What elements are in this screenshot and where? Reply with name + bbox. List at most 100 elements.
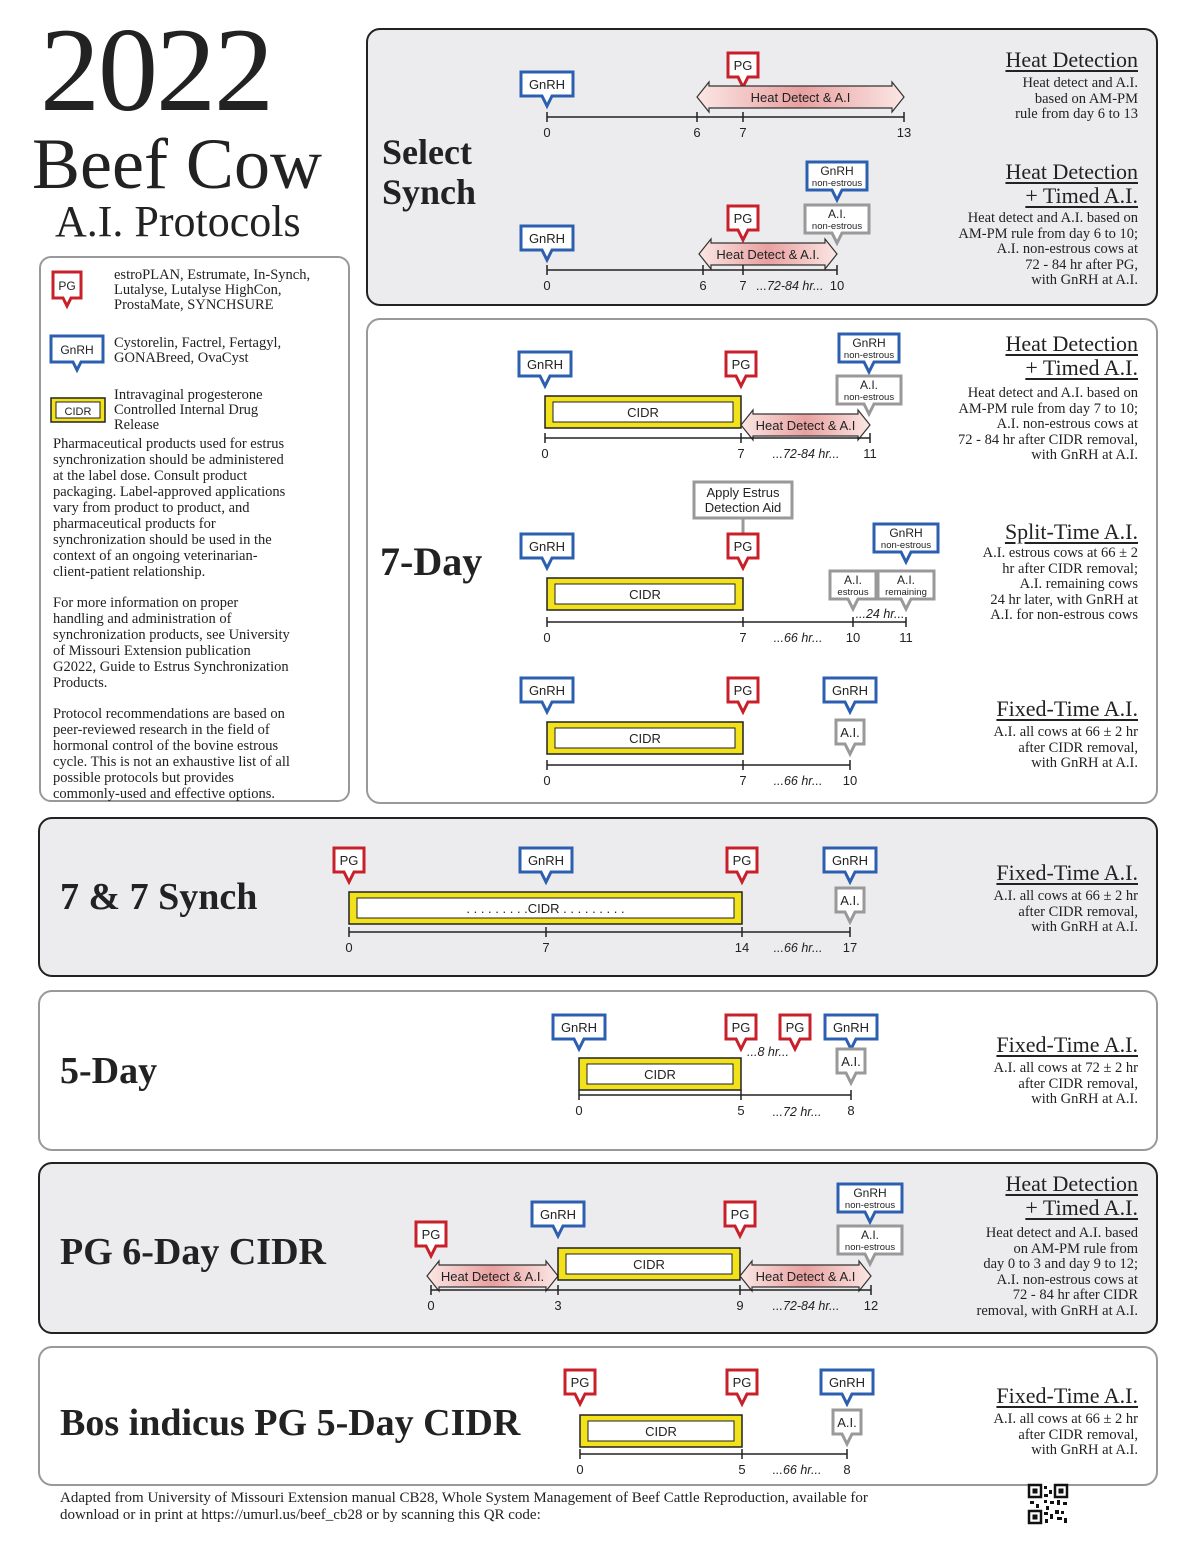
pg-marker: PG [726,532,760,572]
pg-marker: PG [726,51,760,91]
axis-tick-label: 7 [739,630,746,645]
legend-icons: PG GnRH CIDR [49,270,106,423]
protocol-name-pg-6-day: PG 6-Day CIDR [60,1231,326,1273]
pg-marker-shape [414,1220,448,1260]
heat-arrow-label: Heat Detect & A.I [756,1269,856,1284]
gnrh-marker-shape [519,224,575,264]
gnrh-marker-label: GnRH [527,357,563,372]
cidr-inner [565,1253,733,1275]
pg-marker-label: PG [731,1207,750,1222]
gnrh-nonestrous-marker-shape [837,332,901,376]
gnrh-marker-label: GnRH [832,683,868,698]
pg-marker-2-shape [778,1013,812,1053]
pg-marker-label: PG [734,539,753,554]
axis-tick-label: 10 [846,630,860,645]
desc-title: Fixed-Time A.I. [996,696,1138,721]
protocol-name-bos-indicus: Bos indicus PG 5-Day CIDR [60,1402,521,1444]
gnrh-marker: GnRH [519,70,575,110]
gnrh-marker-shape [519,532,575,572]
ai-nonestrous-marker-shape [836,1224,904,1268]
cidr-label: CIDR [644,1067,676,1082]
gnrh-marker-label: GnRH [528,853,564,868]
pg-marker-label: PG [733,853,752,868]
ai-marker: A.I. [834,886,866,926]
cidr-label: CIDR [629,587,661,602]
heat-detect-arrow: Heat Detect & A.I [696,80,905,114]
apply-line-2: Detection Aid [705,500,782,515]
cidr-bar: CIDR [578,1057,742,1091]
interval-8hr: ...8 hr... [747,1045,789,1059]
gnrh-marker: GnRH [519,532,575,572]
protocol-name-5-day: 5-Day [60,1050,158,1092]
ai-remaining-marker-shape [876,569,936,613]
gnrh-marker-shape [519,676,575,716]
ai-estrous-marker-label: A.I. [844,573,862,587]
pg-marker: PG [724,350,758,390]
cidr-bar: CIDR [546,577,744,611]
ai-nonestrous-marker: A.I.non-estrous [836,1224,904,1268]
ai-nonestrous-marker: A.I.non-estrous [835,374,903,418]
ai-marker-label: A.I. [837,1415,857,1430]
pg-marker-label: PG [734,683,753,698]
ai-estrous-marker: A.I.estrous [828,569,878,613]
desc-title: Heat Detection [1005,47,1138,72]
heat-arrow-shape [696,80,905,114]
axis-tick-label: 11 [863,446,877,461]
gnrh-marker: GnRH [551,1013,607,1053]
interval-label: ...66 hr... [774,774,823,788]
heat-detect-arrow: Heat Detect & A.I. [426,1259,559,1293]
axis-tick-label: 7 [739,125,746,140]
ai-nonestrous-marker: A.I.non-estrous [803,203,871,247]
pg-marker-label: PG [422,1227,441,1242]
pg-marker-shape [726,204,760,244]
desc-title: Heat Detection+ Timed A.I. [1005,1171,1138,1220]
footer-note: Adapted from University of Missouri Exte… [60,1490,868,1523]
desc-title: Heat Detection+ Timed A.I. [1005,159,1138,208]
heat-arrow-shape [698,237,838,271]
ai-estrous-marker-sublabel: estrous [837,587,868,598]
pg-marker: PG [726,676,760,716]
gnrh-marker: GnRH [823,1013,879,1053]
axis-tick-label: 0 [543,773,550,788]
pg-marker-shape [563,1368,597,1408]
axis-tick-label: 14 [735,940,749,955]
gnrh-marker: GnRH [822,676,878,716]
desc-title: Fixed-Time A.I. [996,860,1138,885]
ai-remaining-marker: A.I.remaining [876,569,936,613]
pg-marker-shape [726,676,760,716]
axis-tick-label: 8 [843,1462,850,1477]
pg-marker-label: PG [734,58,753,73]
ai-nonestrous-marker-shape [803,203,871,247]
heat-arrow-label: Heat Detect & A.I [751,90,851,105]
cidr-inner [552,401,734,423]
ai-marker: A.I. [835,1047,867,1087]
interval-label: ...72-84 hr... [757,279,824,293]
pg-marker-shape [725,1368,759,1408]
gnrh-marker-label: GnRH [529,683,565,698]
gnrh-marker-shape [822,846,878,886]
gnrh-marker-label: GnRH [529,231,565,246]
cidr-inner [586,1063,734,1085]
ai-marker-shape [834,886,866,926]
title-ai-protocols: A.I. Protocols [55,197,301,246]
ai-nonestrous-marker-label: A.I. [861,1228,879,1242]
pg-marker-label: PG [732,1020,751,1035]
interval-label: ...72 hr... [773,1105,822,1119]
pg-marker: PG [332,846,366,886]
ai-marker-shape [831,1408,863,1448]
title-year: 2022 [40,3,274,136]
gnrh-marker: GnRH [519,676,575,716]
axis-tick-label: 5 [738,1462,745,1477]
axis-tick-label: 7 [542,940,549,955]
pg-marker-label: PG [734,211,753,226]
